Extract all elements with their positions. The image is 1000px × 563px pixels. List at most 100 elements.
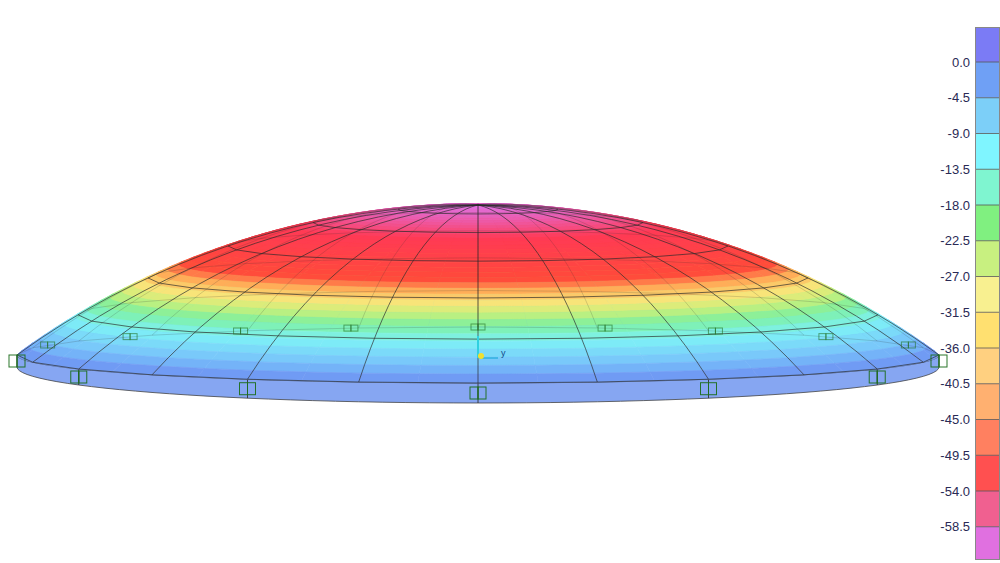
surface-face: [391, 293, 435, 300]
surface-face: [478, 313, 526, 320]
surface-face: [478, 334, 531, 342]
surface-face: [478, 300, 523, 306]
surface-face: [443, 262, 478, 267]
mesh-ring: [478, 290, 582, 292]
surface-face: [576, 325, 628, 333]
surface-face: [419, 365, 478, 374]
surface-face: [517, 282, 558, 288]
surface-face: [451, 242, 478, 246]
surface-face: [478, 220, 495, 223]
surface-face: [529, 333, 582, 341]
surface-face: [425, 334, 478, 342]
mesh-ring: [711, 288, 763, 292]
mesh-ring: [478, 338, 582, 340]
mesh-ring: [582, 336, 678, 338]
surface-face: [532, 348, 588, 357]
mesh-ring: [678, 294, 761, 298]
surface-face: [454, 235, 478, 238]
surface-face: [341, 305, 388, 312]
surface-face: [448, 249, 478, 253]
surface-face: [400, 277, 440, 283]
surface-face: [507, 249, 538, 253]
mesh-ring: [192, 288, 244, 292]
surface-face: [588, 355, 645, 364]
mesh-ring: [33, 341, 79, 348]
mesh-ring: [804, 369, 877, 375]
mesh-ring: [278, 291, 374, 293]
mesh-ring: [761, 327, 825, 332]
surface-face: [478, 341, 532, 349]
surface-face: [502, 238, 529, 242]
surface-face: [440, 272, 478, 277]
surface-face: [522, 299, 568, 306]
mesh-ring: [278, 336, 374, 338]
mesh-ring: [17, 348, 33, 355]
surface-face: [478, 374, 538, 383]
surface-face: [328, 325, 380, 333]
surface-face: [579, 332, 632, 340]
mesh-ring: [478, 382, 597, 384]
surface-face: [461, 220, 478, 223]
surface-face: [337, 311, 386, 319]
mesh-ring: [374, 338, 478, 340]
mesh-ring: [877, 341, 923, 348]
surface-face: [418, 374, 478, 383]
mesh-ring: [248, 379, 359, 382]
mesh-ring: [79, 335, 152, 341]
surface-face: [478, 357, 535, 366]
surface-face: [514, 272, 552, 278]
surface-face: [525, 312, 574, 319]
surface-face: [478, 288, 520, 294]
surface-face: [478, 306, 525, 313]
mesh-ring: [359, 327, 478, 329]
surface-face: [478, 258, 511, 263]
mesh-ring: [877, 362, 923, 369]
surface-face: [516, 277, 556, 283]
surface-face: [537, 373, 598, 383]
surface-face: [310, 355, 367, 364]
surface-face: [478, 262, 513, 267]
mesh-ring: [804, 335, 877, 341]
surface-face: [526, 319, 576, 327]
surface-face: [374, 333, 427, 341]
surface-face: [478, 223, 496, 226]
surface-face: [319, 339, 373, 348]
surface-face: [478, 365, 537, 374]
surface-face: [478, 245, 507, 249]
surface-face: [431, 306, 478, 313]
mesh-ring: [359, 382, 478, 384]
mesh-ring: [478, 327, 597, 329]
surface-face: [570, 311, 619, 319]
mesh-ring: [159, 283, 192, 288]
surface-face: [434, 294, 478, 300]
surface-face: [520, 293, 564, 300]
surface-face: [368, 348, 424, 357]
mesh-ring: [582, 291, 678, 293]
surface-face: [534, 356, 592, 365]
surface-face: [478, 349, 534, 357]
surface-face: [523, 306, 570, 313]
surface-face: [591, 363, 650, 373]
surface-face: [535, 365, 594, 374]
surface-face: [427, 238, 454, 242]
surface-face: [380, 319, 430, 327]
surface-face: [478, 277, 517, 283]
surface-face: [501, 234, 526, 238]
mesh-ring: [597, 328, 708, 331]
mesh-ring: [245, 261, 313, 264]
surface-face: [478, 267, 514, 272]
surface-face: [505, 245, 535, 249]
mesh-ring: [132, 327, 196, 332]
surface-face: [508, 253, 541, 258]
surface-face: [306, 363, 365, 373]
surface-face: [478, 254, 510, 258]
mesh-ring: [761, 298, 825, 303]
mesh-ring: [478, 297, 563, 299]
mesh-ring: [132, 298, 196, 303]
surface-face: [439, 277, 478, 283]
dome-surface: [17, 204, 939, 383]
surface-face: [478, 294, 522, 300]
surface-face: [365, 356, 423, 365]
surface-face: [585, 347, 641, 356]
